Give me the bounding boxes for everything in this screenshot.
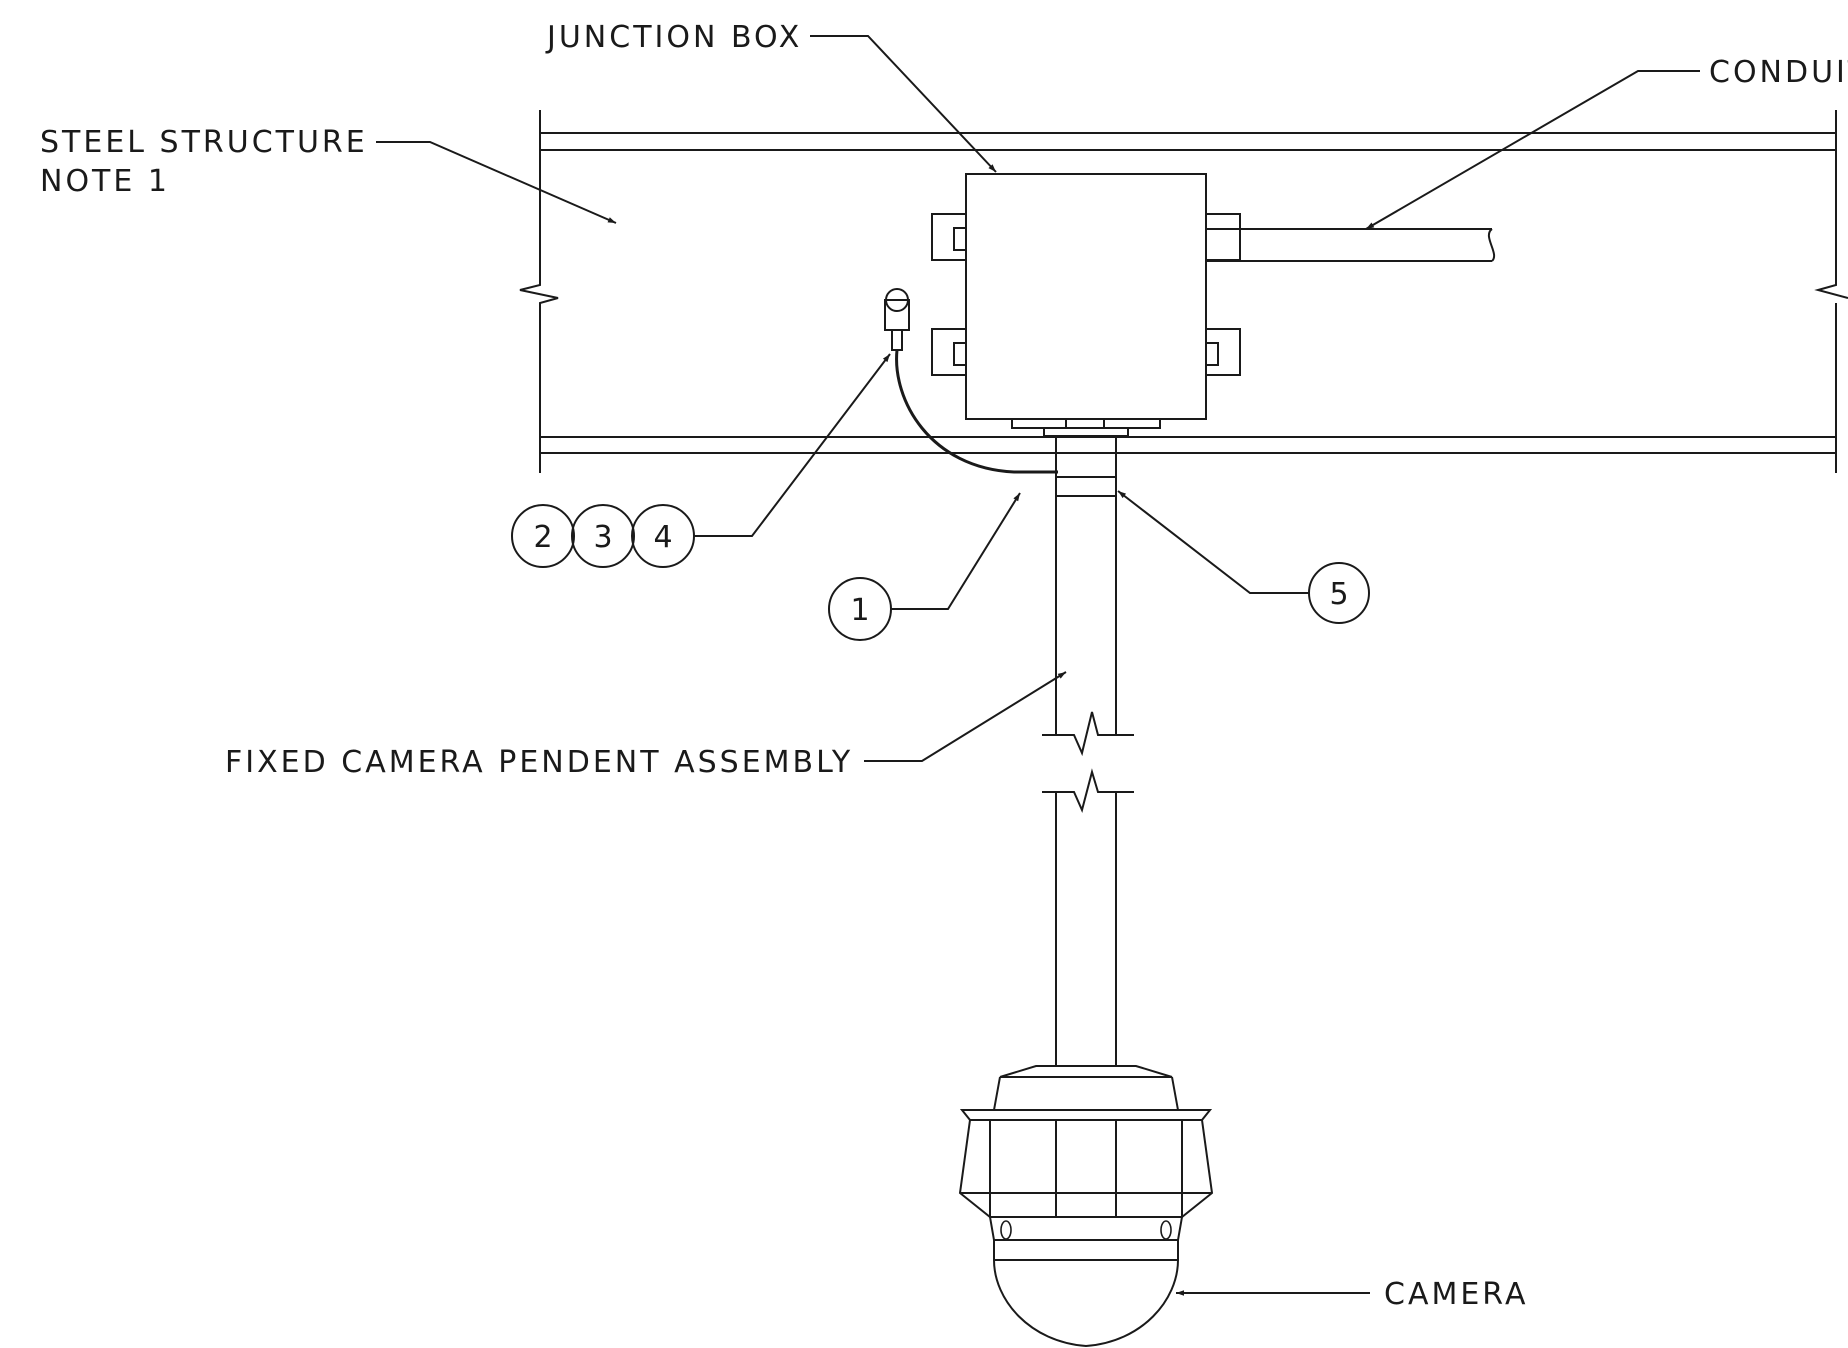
- label-note-1: NOTE 1: [40, 164, 170, 199]
- steel-beam: [519, 110, 1848, 473]
- label-steel-structure: STEEL STRUCTURE: [40, 125, 368, 160]
- camera-housing: [958, 1065, 1214, 1348]
- callout-balloon-2: 2: [511, 504, 575, 568]
- leader-lines: [376, 35, 1700, 1296]
- svg-text:5: 5: [1329, 577, 1348, 612]
- svg-text:3: 3: [593, 520, 612, 555]
- callout-balloon-4: 4: [631, 504, 695, 568]
- svg-text:4: 4: [653, 520, 672, 555]
- junction-box: [931, 173, 1241, 437]
- label-conduit: CONDUIT: [1709, 55, 1848, 90]
- svg-text:1: 1: [850, 593, 869, 628]
- callout-balloon-5: 5: [1308, 562, 1370, 624]
- label-camera: CAMERA: [1384, 1277, 1528, 1312]
- callout-balloon-1: 1: [828, 577, 892, 641]
- callout-balloon-3: 3: [571, 504, 635, 568]
- ground-lug: [884, 288, 1058, 474]
- label-junction-box: JUNCTION BOX: [545, 20, 802, 55]
- svg-text:2: 2: [533, 520, 552, 555]
- label-fixed-camera-pendent-assembly: FIXED CAMERA PENDENT ASSEMBLY: [225, 745, 853, 780]
- pendent-pipe: [1042, 436, 1134, 1066]
- conduit-pipe: [1206, 228, 1495, 262]
